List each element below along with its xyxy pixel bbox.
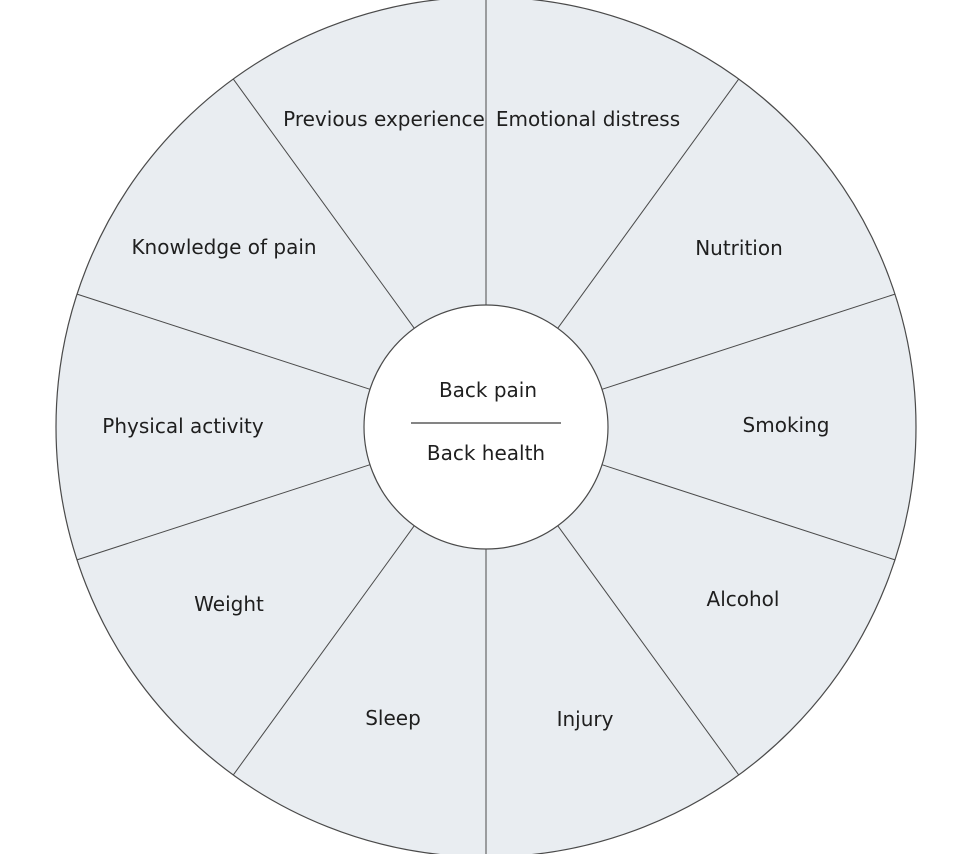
spoke-line (232, 525, 415, 776)
segment-label-smoking: Smoking (743, 413, 830, 437)
spoke-line (557, 78, 740, 329)
segment-label-alcohol: Alcohol (707, 587, 780, 611)
segment-label-sleep: Sleep (365, 706, 421, 730)
segment-label-injury: Injury (557, 707, 614, 731)
segment-label-weight: Weight (194, 592, 264, 616)
spoke-line (76, 464, 371, 561)
spoke-line (232, 78, 415, 329)
spoke-line (557, 525, 740, 776)
segment-label-emotional-distress: Emotional distress (496, 107, 680, 131)
center-circle (363, 304, 609, 550)
segment-label-knowledge-of-pain: Knowledge of pain (131, 235, 316, 259)
segment-label-physical-activity: Physical activity (102, 414, 264, 438)
spoke-line (601, 293, 896, 390)
segment-label-nutrition: Nutrition (695, 236, 783, 260)
spokes (76, 0, 896, 854)
spoke-line (76, 293, 371, 390)
center-label-back-pain: Back pain (439, 378, 537, 402)
spoke-line (601, 464, 896, 561)
center-label-back-health: Back health (427, 441, 545, 465)
segment-label-previous-experience: Previous experience (283, 107, 485, 131)
